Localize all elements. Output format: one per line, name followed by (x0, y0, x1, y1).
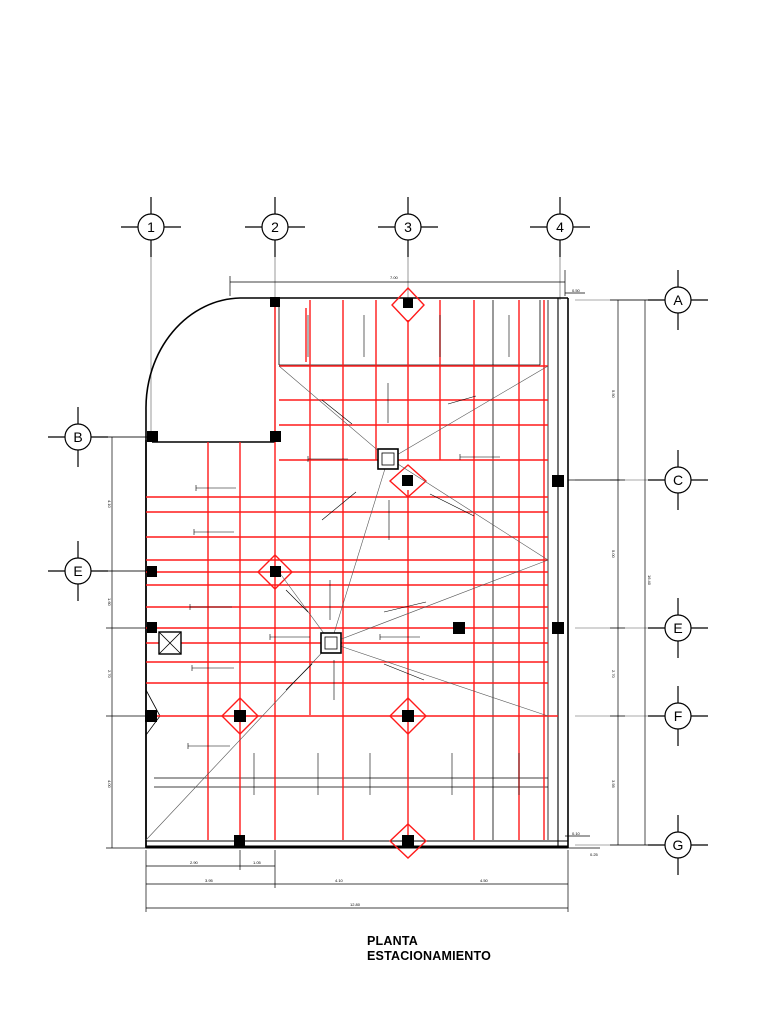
grid-bubble-left-b: B (48, 407, 108, 467)
grid-bubbles: 1 2 3 4 A (48, 197, 708, 875)
grid-bubble-top-2: 2 (245, 197, 305, 257)
dimension-lines: 7.00 0.50 16.40 5.50 5.00 2.70 3.95 4.10… (106, 270, 655, 912)
grid-label-right-e: E (673, 620, 682, 636)
grid-bubble-top-4: 4 (530, 197, 590, 257)
svg-text:3.95: 3.95 (611, 780, 616, 789)
svg-text:4.10: 4.10 (335, 878, 344, 883)
svg-text:0.25: 0.25 (590, 852, 599, 857)
grid-label-top-2: 2 (271, 219, 279, 235)
svg-text:3.95: 3.95 (205, 878, 214, 883)
drawing-title: PLANTA ESTACIONAMIENTO (367, 934, 491, 964)
drawing-title-line-2: ESTACIONAMIENTO (367, 949, 492, 963)
grid-axis-lines (95, 245, 660, 846)
svg-text:4.00: 4.00 (107, 780, 112, 789)
svg-text:0.10: 0.10 (572, 831, 581, 836)
svg-text:12.80: 12.80 (350, 902, 361, 907)
diagonal-lines (145, 365, 549, 841)
grid-label-right-a: A (673, 292, 683, 308)
grid-bubble-right-g: G (648, 815, 708, 875)
drawing-title-line-1: PLANTA (367, 934, 418, 948)
grid-bubble-right-c: C (648, 450, 708, 510)
grid-label-right-f: F (674, 708, 683, 724)
svg-text:16.40: 16.40 (647, 575, 652, 586)
grid-bubble-right-a: A (648, 270, 708, 330)
rebar-grid (146, 300, 558, 840)
svg-text:0.50: 0.50 (572, 288, 581, 293)
svg-text:7.00: 7.00 (390, 275, 399, 280)
grid-label-right-c: C (673, 472, 683, 488)
svg-text:2.70: 2.70 (611, 670, 616, 679)
openings (158, 448, 399, 655)
grid-label-top-1: 1 (147, 219, 155, 235)
svg-text:5.50: 5.50 (611, 390, 616, 399)
grid-label-left-e: E (73, 563, 82, 579)
column-drop-diamonds (221, 286, 428, 859)
slab-outline (145, 297, 620, 849)
columns (145, 297, 564, 846)
svg-text:1.05: 1.05 (253, 860, 262, 865)
grid-bubble-left-e: E (48, 541, 108, 601)
grid-bubble-top-3: 3 (378, 197, 438, 257)
svg-text:4.10: 4.10 (107, 500, 112, 509)
rebar-notes (187, 315, 520, 795)
grid-label-top-4: 4 (556, 219, 564, 235)
svg-text:4.50: 4.50 (480, 878, 489, 883)
grid-bubble-top-1: 1 (121, 197, 181, 257)
grid-label-right-g: G (673, 837, 684, 853)
svg-text:1.60: 1.60 (107, 598, 112, 607)
grid-label-top-3: 3 (404, 219, 412, 235)
grid-bubble-right-f: F (648, 686, 708, 746)
grid-label-left-b: B (73, 429, 82, 445)
svg-text:2.90: 2.90 (190, 860, 199, 865)
svg-text:2.70: 2.70 (107, 670, 112, 679)
svg-text:5.00: 5.00 (611, 550, 616, 559)
grid-bubble-right-e: E (648, 598, 708, 658)
